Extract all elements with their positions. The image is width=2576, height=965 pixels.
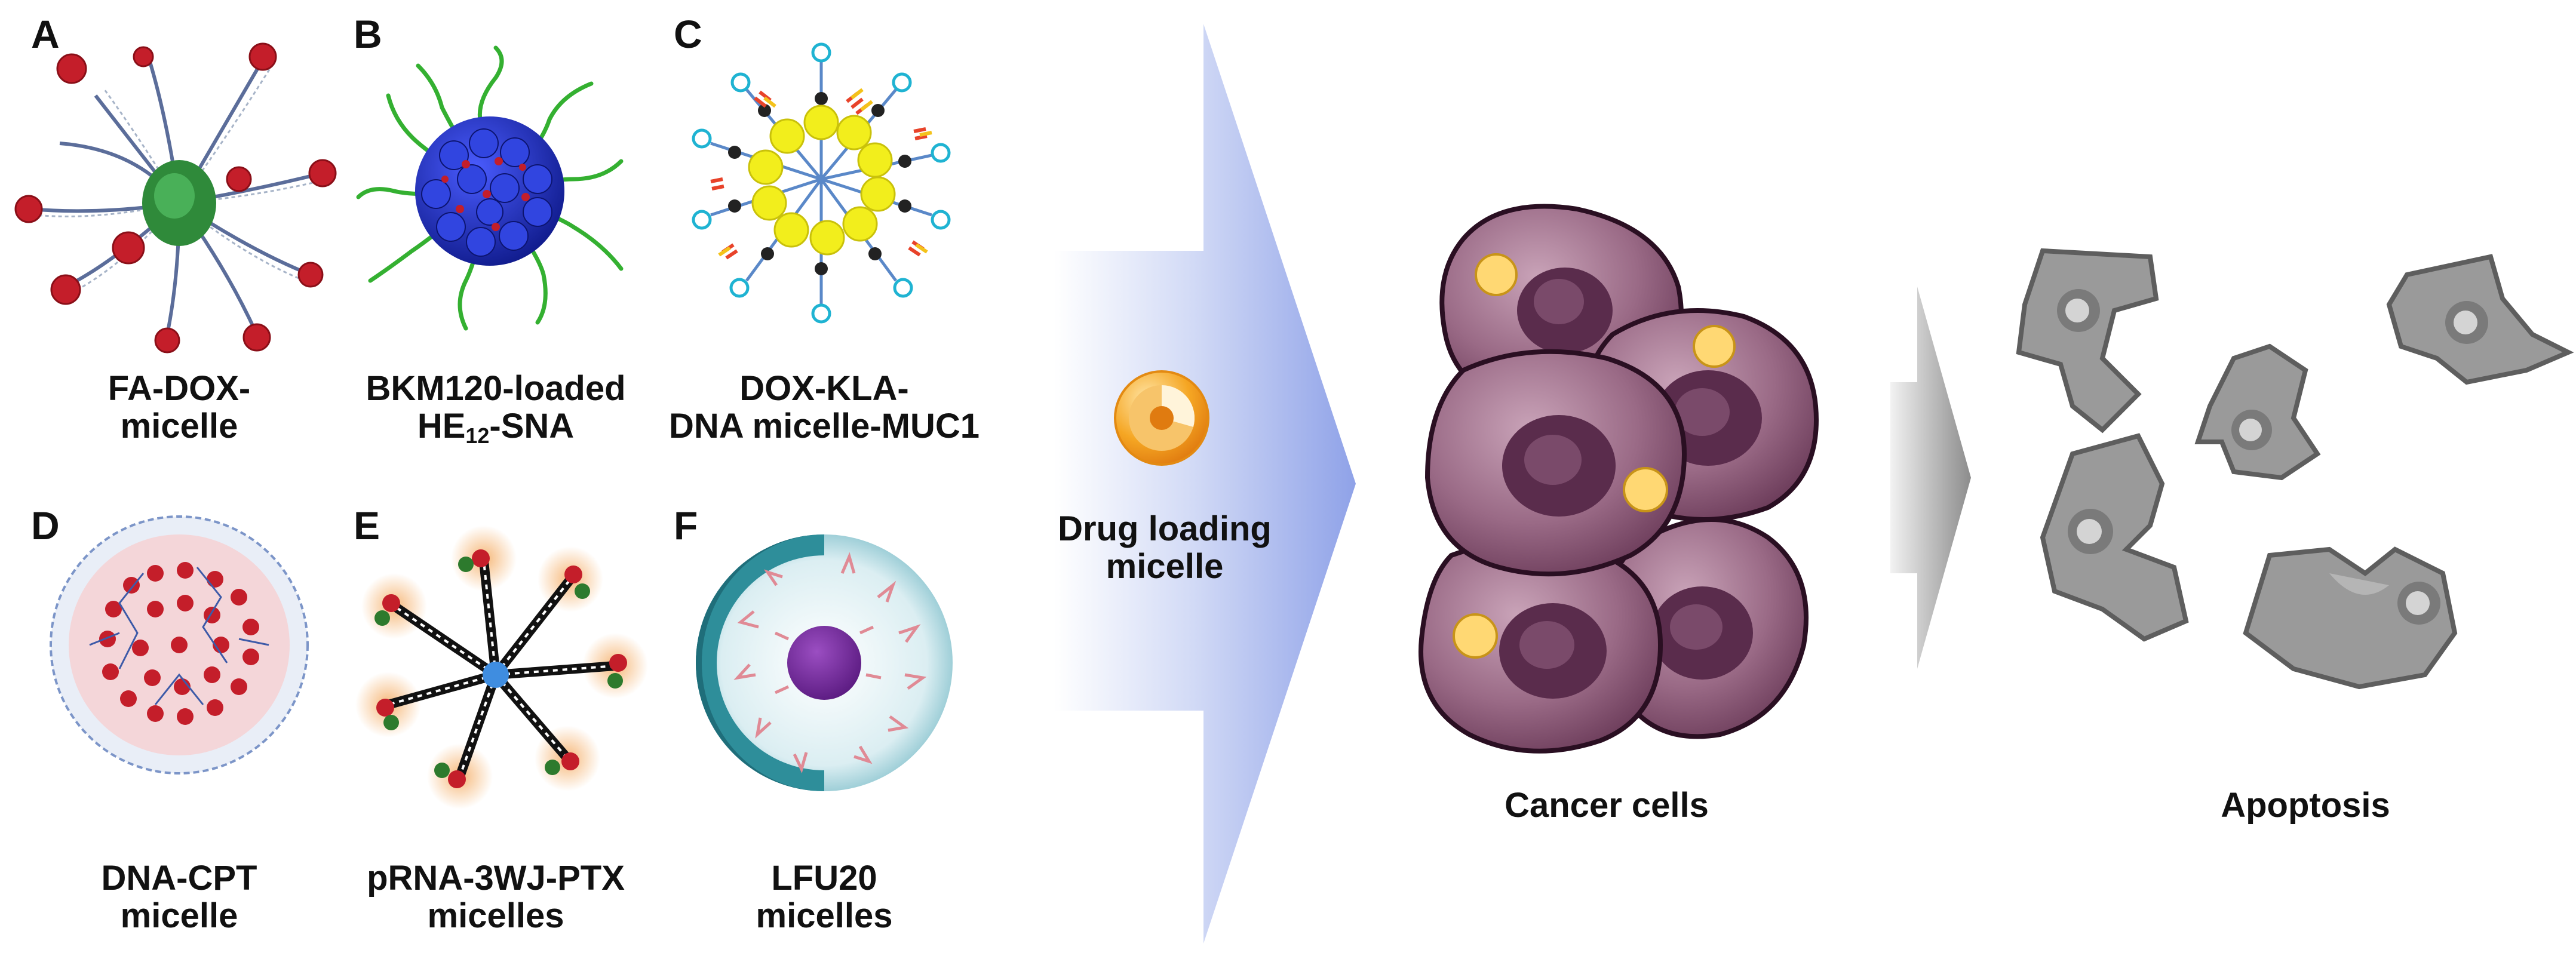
caption-f-line1: LFU20 [771,859,877,898]
panel-e-prna-3wj-illustration [355,525,648,809]
panel-letter-e: E [354,503,380,548]
panel-letter-a: A [31,12,60,56]
caption-b-line2-sub: 12 [465,423,490,448]
panel-letter-b: B [354,12,382,56]
cancer-cells-cluster [1419,204,1819,754]
caption-b-line1: BKM120-loaded [366,369,626,408]
apoptotic-cell [2243,546,2458,690]
apoptosis-label: Apoptosis [2221,786,2390,825]
3wj-core [483,662,509,688]
panel-b-sna-illustration [356,45,624,331]
panel-d-dna-cpt-illustration [50,515,309,775]
apoptotic-cell [2040,433,2189,642]
apoptotic-cell [2016,248,2159,434]
caption-a-line2: micelle [120,406,238,445]
caption-a: FA-DOX- micelle [78,370,281,445]
yellow-bead-ring [748,105,896,256]
panel-a-fa-dox-micelle-illustration [14,42,337,354]
caption-b-line2: HE12-SNA [352,406,639,448]
caption-b-line2-rest: -SNA [489,406,575,445]
caption-e: pRNA-3WJ-PTX micelles [346,859,645,935]
caption-e-line1: pRNA-3WJ-PTX [367,859,625,898]
apoptotic-cells-group [2016,248,2574,690]
drug-loading-line1: Drug loading [1058,509,1272,548]
caption-e-line2: micelles [427,896,564,935]
caption-c: DOX-KLA- DNA micelle-MUC1 [645,370,1003,445]
panel-c-dna-micelle-illustration [692,42,951,324]
lfu20-core [787,626,861,700]
drug-loading-line2: micelle [1106,546,1224,586]
caption-f: LFU20 micelles [723,859,926,935]
apoptotic-cell [2386,254,2574,385]
panel-letter-d: D [31,503,60,548]
caption-d-line2: micelle [120,896,238,935]
apoptotic-cell [2194,343,2321,481]
delivery-arrow [1054,24,1356,944]
caption-b-line2-main: HE [417,406,466,445]
panel-letter-f: F [674,503,698,548]
caption-d: DNA-CPT micelle [78,859,281,935]
drug-loading-micelle-label: Drug loading micelle [1051,509,1278,586]
cancer-cells-label: Cancer cells [1505,786,1709,825]
caption-b: BKM120-loaded HE12-SNA [352,370,639,447]
panel-letter-c: C [674,12,702,56]
cancer-cell [1424,349,1687,577]
caption-c-line1: DOX-KLA- [739,369,909,408]
caption-c-line2: DNA micelle-MUC1 [669,406,980,445]
drug-loading-micelle-icon [1114,370,1209,466]
apoptosis-arrow [1890,287,1971,669]
caption-f-line2: micelles [756,896,893,935]
caption-a-line1: FA-DOX- [108,369,251,408]
caption-d-line1: DNA-CPT [101,859,257,898]
panel-f-lfu20-illustration [696,534,953,791]
